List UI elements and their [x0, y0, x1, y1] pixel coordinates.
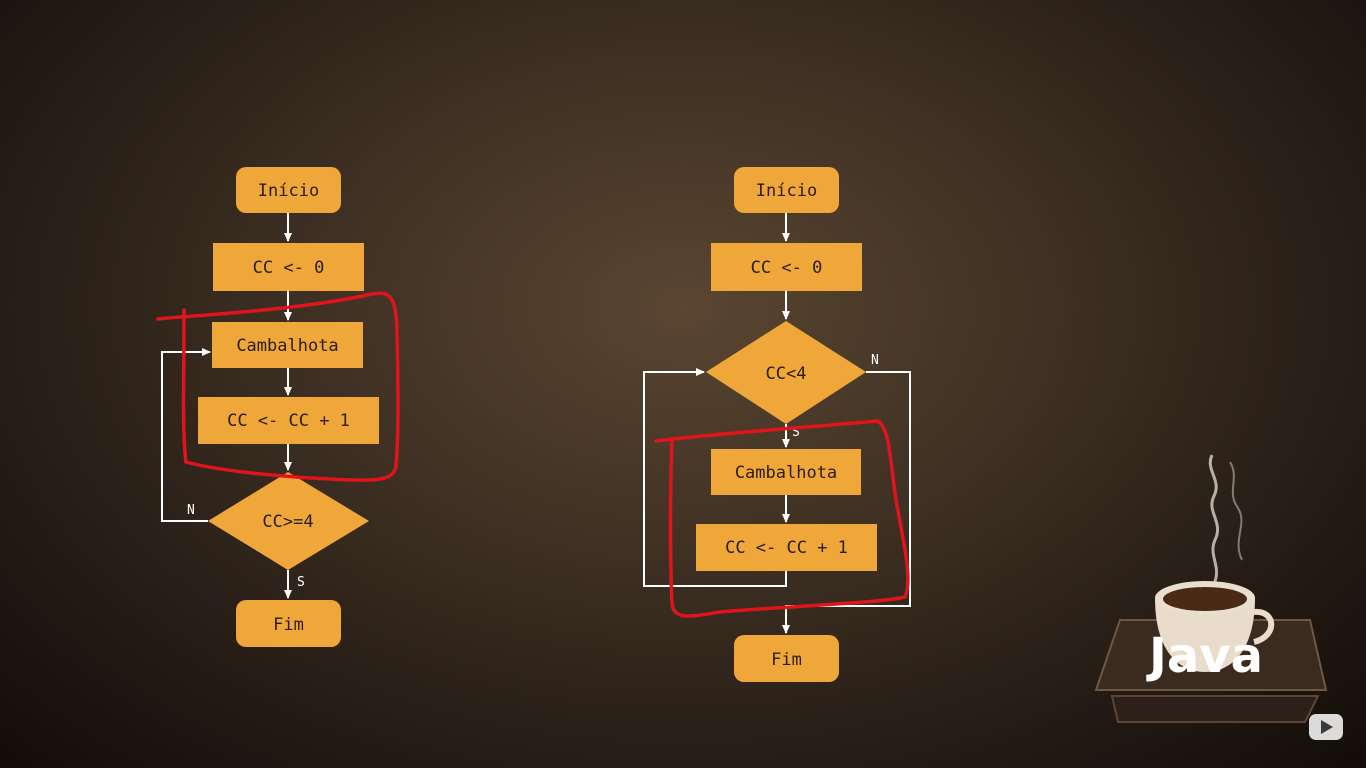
- end-node: [734, 635, 839, 682]
- increment-node-label: CC <- CC + 1: [227, 411, 350, 431]
- init-node: [711, 243, 862, 291]
- start-node: [734, 167, 839, 213]
- edge-loop-back: [161, 348, 211, 522]
- no-label: N: [187, 503, 195, 518]
- condition-node: [706, 321, 866, 424]
- flowchart-left: Início CC <- 0 Cambalhota CC <- CC + 1 C…: [156, 167, 400, 647]
- java-logo: Java: [1094, 454, 1328, 723]
- increment-node-label: CC <- CC + 1: [725, 538, 848, 558]
- steam-icon: [1208, 454, 1220, 585]
- edge-loop-back: [643, 368, 787, 587]
- condition-node: [208, 472, 369, 570]
- end-node: [236, 600, 341, 647]
- edge-condition-end: [782, 371, 911, 634]
- java-logo-text: Java: [1146, 628, 1263, 684]
- no-label: N: [871, 353, 879, 368]
- start-node: [236, 167, 341, 213]
- init-node-label: CC <- 0: [253, 258, 325, 278]
- condition-node-label: CC>=4: [262, 512, 313, 532]
- condition-node-label: CC<4: [766, 364, 807, 384]
- highlight-loop-body: [156, 291, 400, 482]
- flowchart-right: Início CC <- 0 CC<4 Cambalhota CC <- CC …: [643, 167, 911, 682]
- increment-node: [198, 397, 379, 444]
- init-node: [213, 243, 364, 291]
- yes-label: S: [297, 575, 305, 590]
- increment-node: [696, 524, 877, 571]
- yes-label: S: [792, 425, 800, 440]
- book-base-icon: [1110, 695, 1320, 723]
- init-node-label: CC <- 0: [751, 258, 823, 278]
- highlight-loop-body: [654, 419, 910, 618]
- coffee-cup-icon: [1155, 581, 1275, 672]
- youtube-icon[interactable]: [1309, 714, 1343, 740]
- action-node: [212, 322, 363, 368]
- start-node-label: Início: [258, 181, 319, 201]
- end-node-label: Fim: [771, 650, 802, 670]
- start-node-label: Início: [756, 181, 817, 201]
- action-node-label: Cambalhota: [236, 336, 338, 356]
- action-node-label: Cambalhota: [735, 463, 837, 483]
- end-node-label: Fim: [273, 615, 304, 635]
- steam-icon: [1229, 461, 1243, 561]
- action-node: [711, 449, 861, 495]
